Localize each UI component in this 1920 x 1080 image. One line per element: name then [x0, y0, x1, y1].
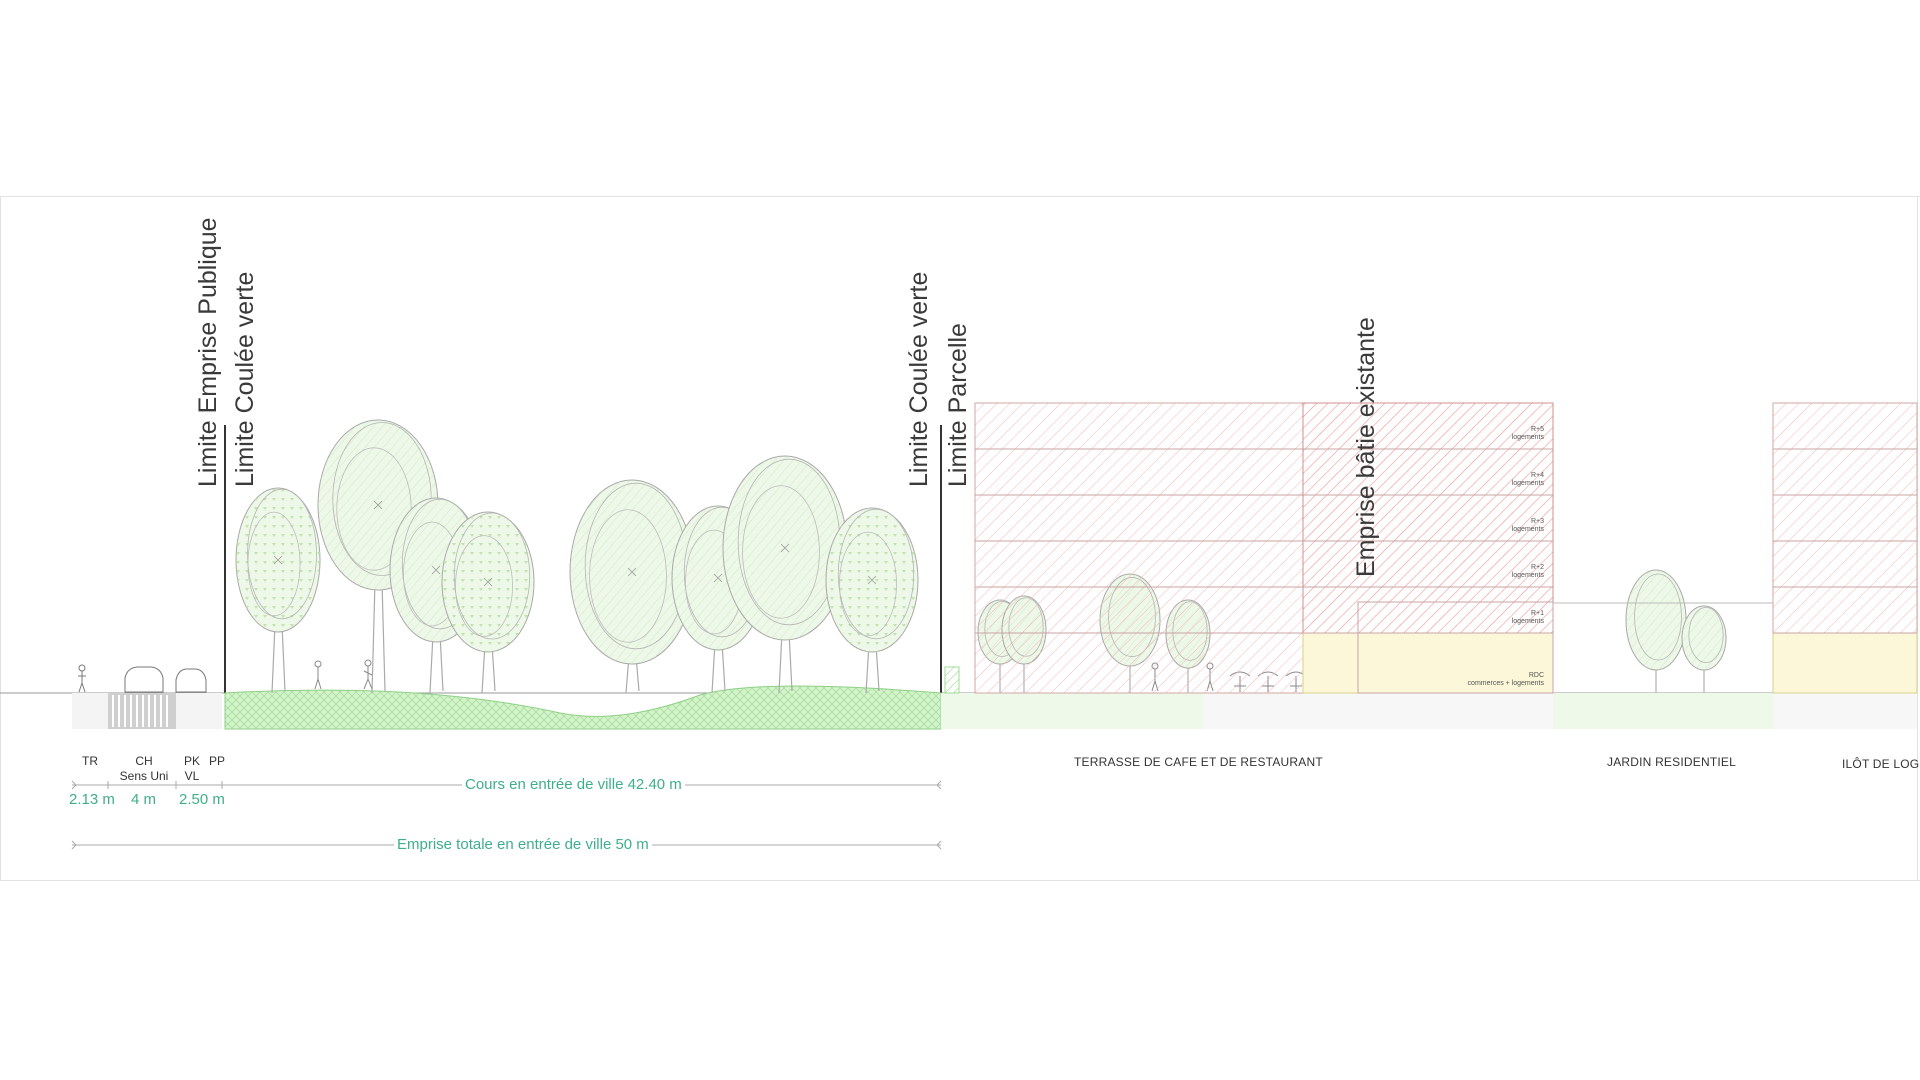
block-ground-strip	[1773, 693, 1917, 729]
parked-car-silhouette	[175, 668, 207, 693]
lane-code-tr: TR	[82, 754, 98, 768]
lane-code-pk: PK VL	[183, 754, 200, 783]
floor-level: R+4	[1530, 472, 1544, 479]
label-emprise-batie-existante: Emprise bâtie existante	[1352, 317, 1380, 577]
lane-code-pp: PP	[208, 754, 225, 768]
tree-4	[441, 511, 535, 694]
floor-level: R+1	[1530, 610, 1544, 617]
building-housing-right	[1772, 402, 1918, 634]
lane-width-tr: 2.13 m	[69, 791, 115, 808]
commerce-ground-floor	[1302, 632, 1554, 694]
tree-1	[235, 487, 321, 694]
building-existing	[1302, 402, 1554, 634]
dimension-cours: Cours en entrée de ville 42.40 m	[462, 776, 685, 793]
sheet-left-edge	[0, 196, 1, 881]
lane-width-pk: 2.50 m	[179, 791, 225, 808]
label-limite-coulee-verte-left: Limite Coulée verte	[231, 271, 259, 487]
sheet-top-edge	[0, 196, 1920, 197]
floor-lines	[975, 448, 1553, 634]
floor-use: logements	[1511, 572, 1544, 579]
lane-code-ch: CH Sens Uni	[119, 754, 169, 783]
floor-use: logements	[1511, 618, 1544, 625]
lane-width-ch: 4 m	[131, 791, 157, 808]
building-housing-left	[974, 402, 1304, 694]
tree-5	[569, 479, 695, 694]
floor-use: logements	[1511, 526, 1544, 533]
label-limite-emprise-publique: Limite Emprise Publique	[194, 217, 222, 487]
tree-7	[722, 455, 848, 694]
tree-group-corridor	[235, 419, 919, 694]
zone-jardin: JARDIN RESIDENTIEL	[1607, 755, 1736, 769]
green-corridor-terrain-hatch	[225, 685, 941, 729]
tree-8	[825, 507, 919, 694]
car-silhouette	[124, 666, 164, 693]
zone-terrasse: TERRASSE DE CAFE ET DE RESTAURANT	[1074, 755, 1323, 769]
garden-ground-strip	[1553, 693, 1773, 729]
floor-use: logements	[1511, 480, 1544, 487]
floor-use: logements	[1511, 434, 1544, 441]
floor-level: R+2	[1530, 564, 1544, 571]
floor-use: commerces + logements	[1467, 680, 1544, 687]
hedge-block	[944, 666, 960, 694]
floor-level: R+3	[1530, 518, 1544, 525]
terrace-ground-strip	[941, 693, 1203, 729]
building-right-ground-floor	[1772, 632, 1918, 694]
existing-low-volume	[1357, 601, 1554, 694]
floor-level: RDC	[1528, 672, 1544, 679]
floor-lines-right	[1773, 448, 1917, 634]
small-tree-6	[1681, 605, 1727, 693]
small-tree-5	[1625, 569, 1687, 693]
building-ground-strip	[1203, 693, 1553, 729]
crosswalk-stripes	[112, 695, 168, 727]
zone-ilot: ILÔT DE LOGE	[1842, 757, 1920, 771]
dimension-emprise-totale: Emprise totale en entrée de ville 50 m	[394, 836, 652, 853]
floor-level: R+5	[1530, 426, 1544, 433]
label-limite-parcelle: Limite Parcelle	[944, 323, 972, 487]
sheet-bottom-edge	[0, 880, 1920, 881]
pedestrian-figure	[78, 664, 86, 693]
label-limite-coulee-verte-right: Limite Coulée verte	[905, 271, 933, 487]
